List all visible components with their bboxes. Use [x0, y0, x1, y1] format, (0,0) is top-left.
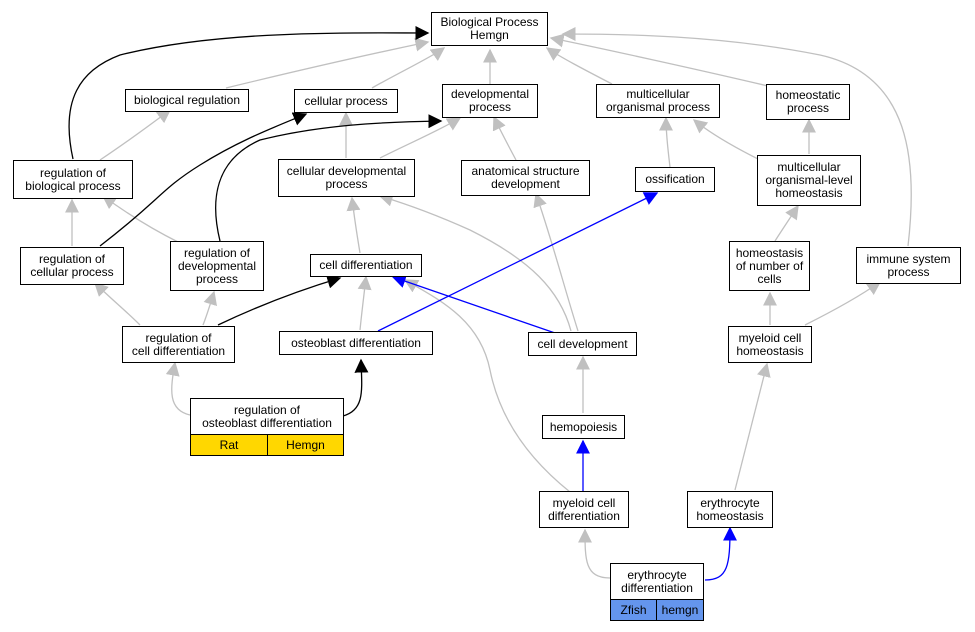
species-tag-zfish: Zfish [610, 599, 657, 621]
node-cellular-process[interactable]: cellular process [294, 89, 398, 113]
node-osteoblast-differentiation[interactable]: osteoblast differentiation [279, 331, 433, 355]
edge-homeostatic-to-root [549, 33, 769, 87]
node-ossification[interactable]: ossification [635, 167, 715, 192]
node-myeloid-cell-differentiation[interactable]: myeloid cell differentiation [539, 491, 629, 528]
edge-cell-dev-to-anat [533, 192, 579, 332]
edge-reg-bio-to-bio-reg [99, 109, 172, 161]
node-developmental-process[interactable]: developmental process [442, 84, 538, 118]
node-homeostasis-of-number-of-cells[interactable]: homeostasis of number of cells [729, 241, 810, 291]
edge-reg-osteo-to-osteo-black [342, 358, 369, 417]
edge-cell-dev-to-cell-dev-proc [378, 192, 572, 332]
edge-reg-bio-to-root-black [68, 25, 430, 160]
node-regulation-of-cellular-process[interactable]: regulation of cellular process [20, 247, 124, 285]
node-myeloid-cell-homeostasis[interactable]: myeloid cell homeostasis [728, 326, 812, 363]
edge-anat-to-dev [492, 115, 517, 161]
node-cellular-developmental-process[interactable]: cellular developmental process [278, 159, 415, 197]
edge-cell-dev-to-cell-diff-blue [391, 274, 556, 334]
species-tag-rat: Rat [190, 434, 268, 456]
node-erythrocyte-homeostasis[interactable]: erythrocyte homeostasis [687, 491, 773, 528]
edge-myeloid-diff-to-cell-diff [403, 279, 571, 493]
node-anatomical-structure-development[interactable]: anatomical structure development [461, 160, 590, 196]
edge-immune-to-root [561, 27, 912, 247]
node-regulation-of-osteoblast-differentiation[interactable]: regulation of osteoblast differentiation [190, 398, 344, 435]
edge-myeloid-homeo-to-immune [804, 281, 882, 326]
edge-ossification-to-multi [659, 116, 674, 168]
edge-reg-osteo-to-reg-cell-diff [165, 361, 191, 416]
edge-osteo-to-cell-diff [357, 275, 372, 331]
edge-cell-dev-proc-to-dev [379, 117, 462, 159]
node-erythrocyte-differentiation[interactable]: erythrocyte differentiation [610, 563, 704, 600]
edge-ery-homeo-to-myeloid-homeo [734, 362, 771, 491]
edge-biological-regulation-to-root [225, 37, 430, 89]
gene-tag-zfish-hemgn: hemgn [656, 599, 704, 621]
node-biological-regulation[interactable]: biological regulation [125, 89, 249, 112]
edge-reg-cell-diff-to-cell-diff-black [217, 274, 342, 326]
edge-osteo-to-ossification-blue [377, 192, 659, 332]
node-hemopoiesis[interactable]: hemopoiesis [542, 415, 625, 439]
edge-reg-dev-to-reg-bio [101, 195, 179, 243]
edge-hon-to-mo-homeo [774, 204, 799, 242]
node-cell-differentiation[interactable]: cell differentiation [310, 254, 422, 277]
edge-cellular-process-to-root [371, 47, 446, 89]
edge-multicellular-to-root [545, 47, 613, 85]
node-cell-development[interactable]: cell development [528, 332, 637, 356]
node-regulation-of-developmental-process[interactable]: regulation of developmental process [170, 241, 264, 291]
node-homeostatic-process[interactable]: homeostatic process [766, 84, 850, 120]
edge-ery-diff-to-myeloid-diff [578, 528, 611, 579]
edge-reg-cell-to-cellular-black [99, 112, 308, 247]
node-regulation-of-cell-differentiation[interactable]: regulation of cell differentiation [122, 326, 235, 363]
node-immune-system-process[interactable]: immune system process [856, 247, 961, 284]
edge-mo-homeo-to-multi [692, 119, 761, 161]
node-regulation-of-biological-process[interactable]: regulation of biological process [13, 160, 133, 199]
edge-ery-diff-to-ery-homeo-blue [704, 526, 737, 581]
gene-tag-rat-hemgn: Hemgn [267, 434, 344, 456]
edge-reg-cell-diff-to-reg-dev [202, 290, 217, 326]
node-biological-process-hemgn[interactable]: Biological Process Hemgn [431, 12, 548, 46]
edge-reg-dev-to-dev-black [215, 114, 443, 242]
node-multicellular-organismal-process[interactable]: multicellular organismal process [596, 84, 720, 118]
edge-cell-diff-to-cell-dev-proc [346, 196, 361, 254]
edge-reg-cell-diff-to-reg-cell [94, 282, 141, 326]
node-multicellular-organismal-level-homeostasis[interactable]: multicellular organismal-level homeostas… [757, 155, 861, 206]
